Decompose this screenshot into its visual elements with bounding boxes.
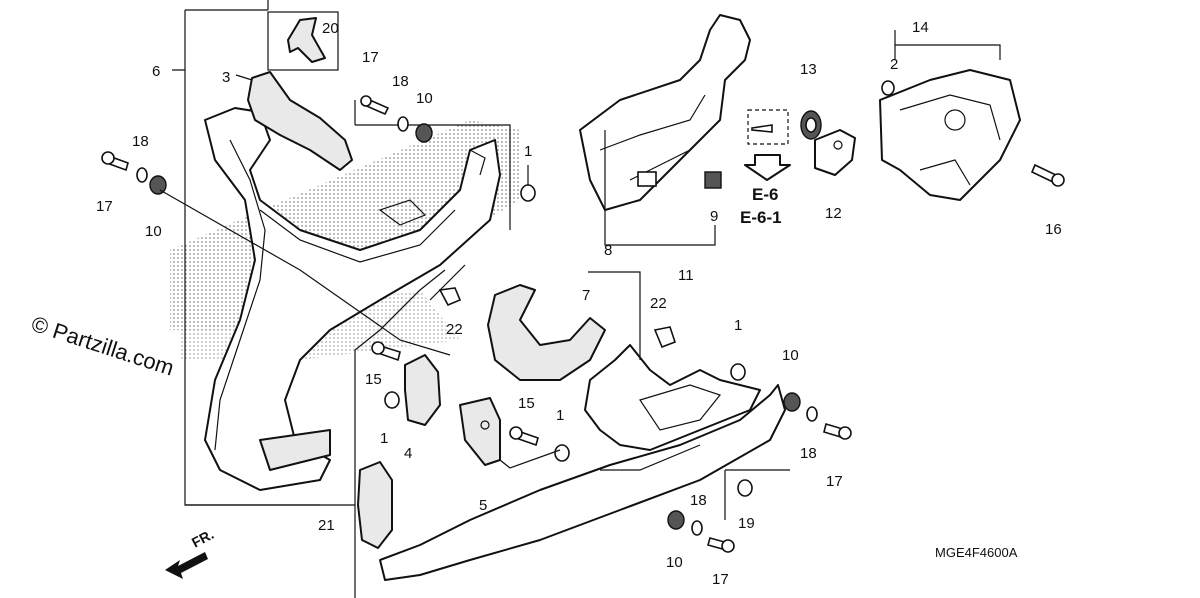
part-label-14: 14 — [912, 19, 929, 36]
reference-e6-arrow — [744, 109, 791, 181]
part-label-17-bottom: 17 — [712, 571, 729, 588]
part-label-15-mid: 15 — [518, 395, 535, 412]
part-label-21: 21 — [318, 517, 335, 534]
part-label-11: 11 — [678, 267, 694, 284]
part-label-22-left: 22 — [446, 321, 463, 338]
part-label-18-left: 18 — [132, 133, 149, 150]
part-7-liner — [487, 284, 606, 381]
part-9-clip — [704, 171, 722, 189]
part-20-frame — [267, 11, 339, 71]
part-14-box — [879, 30, 1021, 201]
partzilla-watermark: © Partzilla.com — [28, 311, 177, 381]
part-5-bracket — [459, 397, 501, 466]
part-label-20: 20 — [322, 20, 339, 37]
part-label-2: 2 — [890, 56, 898, 73]
diagram-code: MGE4F4600A — [935, 545, 1018, 560]
part-22-clip-a — [438, 287, 462, 307]
part-22-clip-b — [653, 326, 677, 349]
part-label-17-right: 17 — [826, 473, 843, 490]
part-label-19: 19 — [738, 515, 755, 532]
part-label-1-right: 1 — [734, 317, 742, 334]
reference-label-e6: E-6 — [752, 185, 778, 204]
part-label-6: 6 — [152, 63, 160, 80]
part-label-8: 8 — [604, 242, 612, 259]
leader-lines — [159, 45, 896, 598]
part-label-3: 3 — [222, 69, 230, 86]
part-label-9: 9 — [710, 208, 718, 225]
under-cowl-front — [379, 344, 786, 581]
part-label-5: 5 — [479, 497, 487, 514]
part-label-10-left: 10 — [145, 223, 162, 240]
reference-label-e6-1: E-6-1 — [740, 208, 782, 227]
part-label-1-mid: 1 — [556, 407, 564, 424]
part-label-18-bottom: 18 — [690, 492, 707, 509]
part-label-18-right: 18 — [800, 445, 817, 462]
part-label-10-bottom: 10 — [666, 554, 683, 571]
part-12-bracket — [814, 129, 856, 176]
group-frame-6 — [172, 0, 511, 506]
hardware-items — [101, 80, 1065, 553]
part-label-10-right: 10 — [782, 347, 799, 364]
part-label-4: 4 — [404, 445, 412, 462]
part-label-7: 7 — [582, 287, 590, 304]
part-label-15-left: 15 — [365, 371, 382, 388]
front-direction-arrow: FR. — [165, 526, 216, 579]
front-direction-label: FR. — [189, 526, 216, 551]
part-4-bracket — [404, 354, 441, 426]
part-label-17-left: 17 — [96, 198, 113, 215]
part-label-1-top: 1 — [524, 143, 532, 160]
part-number-labels: 20 6 3 17 18 10 18 17 10 1 22 15 1 4 5 2… — [96, 19, 1062, 588]
part-13-grommet — [800, 110, 822, 140]
part-label-17-top: 17 — [362, 49, 379, 66]
part-3-shield — [247, 71, 353, 171]
part-label-22-right: 22 — [650, 295, 667, 312]
part-label-1-left: 1 — [380, 430, 388, 447]
part-21-bracket — [357, 461, 393, 549]
part-label-18-top: 18 — [392, 73, 409, 90]
part-label-16: 16 — [1045, 221, 1062, 238]
part-label-13: 13 — [800, 61, 817, 78]
inner-cover-panel — [204, 107, 501, 491]
part-label-10-top: 10 — [416, 90, 433, 107]
part-label-12: 12 — [825, 205, 842, 222]
side-cover-upper — [579, 14, 751, 211]
